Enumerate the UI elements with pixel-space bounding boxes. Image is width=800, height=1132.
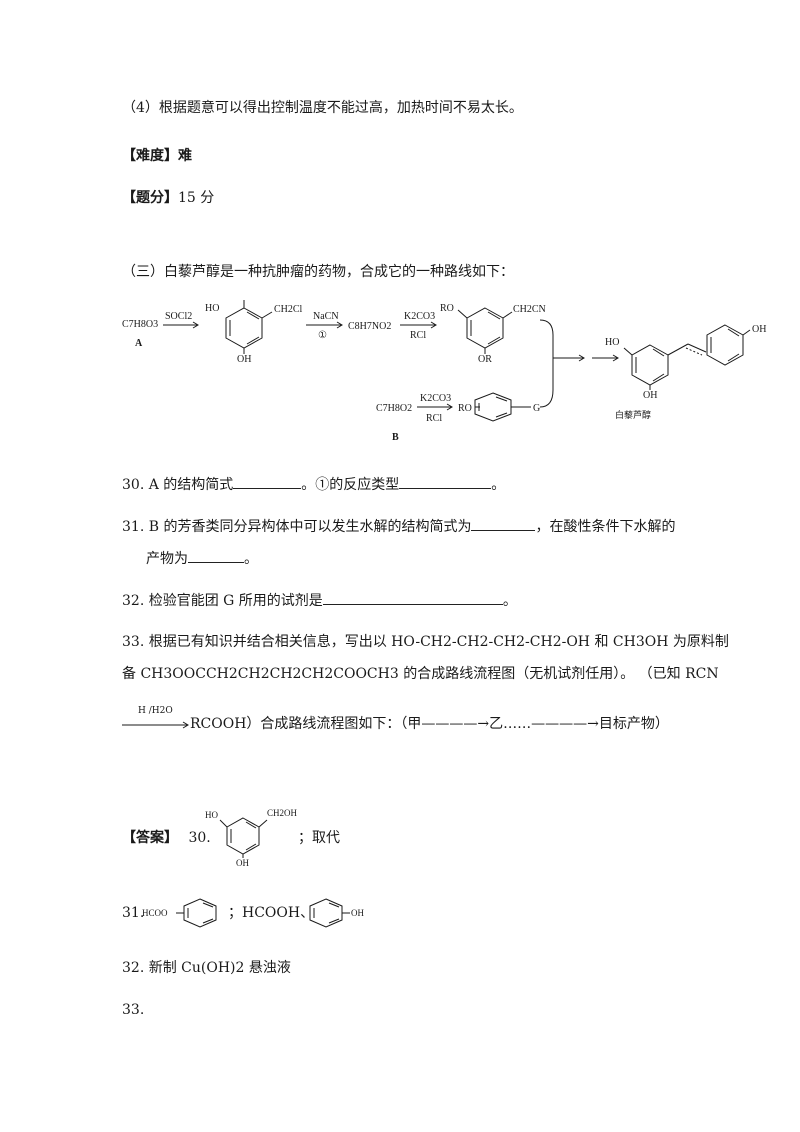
- answer-label: 【答案】: [122, 830, 178, 846]
- compound-b-label: B: [392, 432, 399, 443]
- answer-30-structure: HO CH2OH OH: [205, 808, 298, 868]
- question-30: 30. A 的结构简式 。①的反应类型 。: [122, 474, 505, 495]
- question-31-line1: 31. B 的芳香类同分异构体中可以发生水解的结构简式为 ，在酸性条件下水解的: [122, 516, 675, 537]
- q30-mid: 。①的反应类型: [301, 477, 400, 493]
- reagent-k2co3-top: K2CO3: [404, 311, 435, 322]
- q33-text-3: RCOOH）合成路线流程图如下：（甲————→乙……————→目标产物）: [190, 716, 669, 732]
- answer-30-type: ；取代: [298, 830, 340, 846]
- product-oh-bottom: OH: [643, 390, 657, 401]
- q32-blank[interactable]: [322, 590, 503, 605]
- q30-end: 。: [491, 477, 506, 493]
- section-heading: （三）白藜芦醇是一种抗肿瘤的药物，合成它的一种路线如下：: [122, 264, 514, 280]
- step-circle-1: ①: [318, 330, 327, 341]
- answer-32: 32. 新制 Cu(OH)2 悬浊液: [122, 960, 291, 976]
- q31-text-1: 31. B 的芳香类同分异构体中可以发生水解的结构简式为: [122, 519, 472, 535]
- q31-text-2: 产物为: [146, 551, 188, 567]
- compound-a-label: A: [135, 338, 143, 349]
- q30-blank-2[interactable]: [399, 474, 492, 489]
- ans30-oh: OH: [236, 858, 249, 868]
- answer-30-num: 30.: [188, 830, 211, 846]
- ringb-ro: RO: [458, 403, 472, 414]
- ring2-ch2cn: CH2CN: [513, 304, 546, 315]
- ans31-hcoo: HCOO: [142, 908, 168, 918]
- difficulty-value: 难: [178, 148, 192, 164]
- paragraph-4: （4）根据题意可以得出控制温度不能过高，加热时间不易太长。: [122, 100, 523, 116]
- ring2-ro: RO: [440, 303, 454, 314]
- ring1-ch2cl: CH2Cl: [274, 304, 303, 315]
- intermediate-formula: C8H7NO2: [348, 321, 391, 332]
- ring2-or: OR: [478, 354, 492, 365]
- product-label: 白藜芦醇: [615, 409, 651, 420]
- score-value: 15 分: [178, 190, 215, 206]
- score-line: 【题分】15 分: [122, 188, 214, 208]
- reagent-rcl-bottom: RCl: [426, 413, 442, 424]
- answer-31-text: ；HCOOH、: [228, 905, 315, 921]
- reagent-socl2: SOCl2: [165, 311, 192, 322]
- q30-blank-1[interactable]: [233, 474, 302, 489]
- reagent-k2co3-bottom: K2CO3: [420, 393, 451, 404]
- q32-prefix: 32. 检验官能团 G 所用的试剂是: [122, 593, 323, 609]
- q31-text-1-end: ，在酸性条件下水解的: [535, 519, 676, 535]
- answer-33: 33.: [122, 1002, 145, 1018]
- ans31-oh: OH: [351, 908, 364, 918]
- ans30-ch2oh: CH2OH: [267, 808, 298, 818]
- question-31-line2: 产物为 。: [146, 548, 258, 569]
- synthesis-scheme: C7H8O3 A SOCl2 HO CH2Cl OH NaCN ① C8H7NO…: [122, 300, 766, 443]
- ring1-oh: OH: [237, 354, 251, 365]
- difficulty-line: 【难度】难: [122, 146, 192, 166]
- arrow-label: H /H2O: [138, 706, 173, 716]
- compound-a-formula: C7H8O3: [122, 319, 158, 330]
- compound-b-formula: C7H8O2: [376, 403, 412, 414]
- arrow-shape: [122, 721, 189, 729]
- question-33-line2: 备 CH3OOCCH2CH2CH2CH2COOCH3 的合成路线流程图（无机试剂…: [122, 666, 719, 682]
- ringb-g: G: [533, 403, 540, 414]
- answer-31-structures: HCOO OH: [142, 898, 364, 928]
- product-oh-right: OH: [752, 324, 766, 335]
- reaction-arrow: H /H2O: [122, 706, 190, 732]
- answer-30: 【答案】 30.: [122, 828, 211, 848]
- answer-31-num: 31.: [122, 905, 145, 921]
- q32-end: 。: [502, 593, 517, 609]
- question-32: 32. 检验官能团 G 所用的试剂是 。: [122, 590, 517, 611]
- ring1-ho: HO: [205, 303, 219, 314]
- difficulty-label: 【难度】: [122, 148, 178, 164]
- product-ho: HO: [605, 337, 619, 348]
- ans30-ho: HO: [205, 810, 218, 820]
- question-33-line3: H /H2O RCOOH）合成路线流程图如下：（甲————→乙……————→目标…: [122, 706, 669, 734]
- q31-text-2-end: 。: [244, 551, 258, 567]
- q31-blank-2[interactable]: [188, 548, 244, 563]
- q31-blank-1[interactable]: [471, 516, 536, 531]
- reagent-rcl-top: RCl: [410, 330, 426, 341]
- score-label: 【题分】: [122, 190, 178, 206]
- question-33-line1: 33. 根据已有知识并结合相关信息，写出以 HO-CH2-CH2-CH2-CH2…: [122, 634, 729, 650]
- reagent-nacn: NaCN: [313, 311, 339, 322]
- q30-prefix: 30. A 的结构简式: [122, 477, 234, 493]
